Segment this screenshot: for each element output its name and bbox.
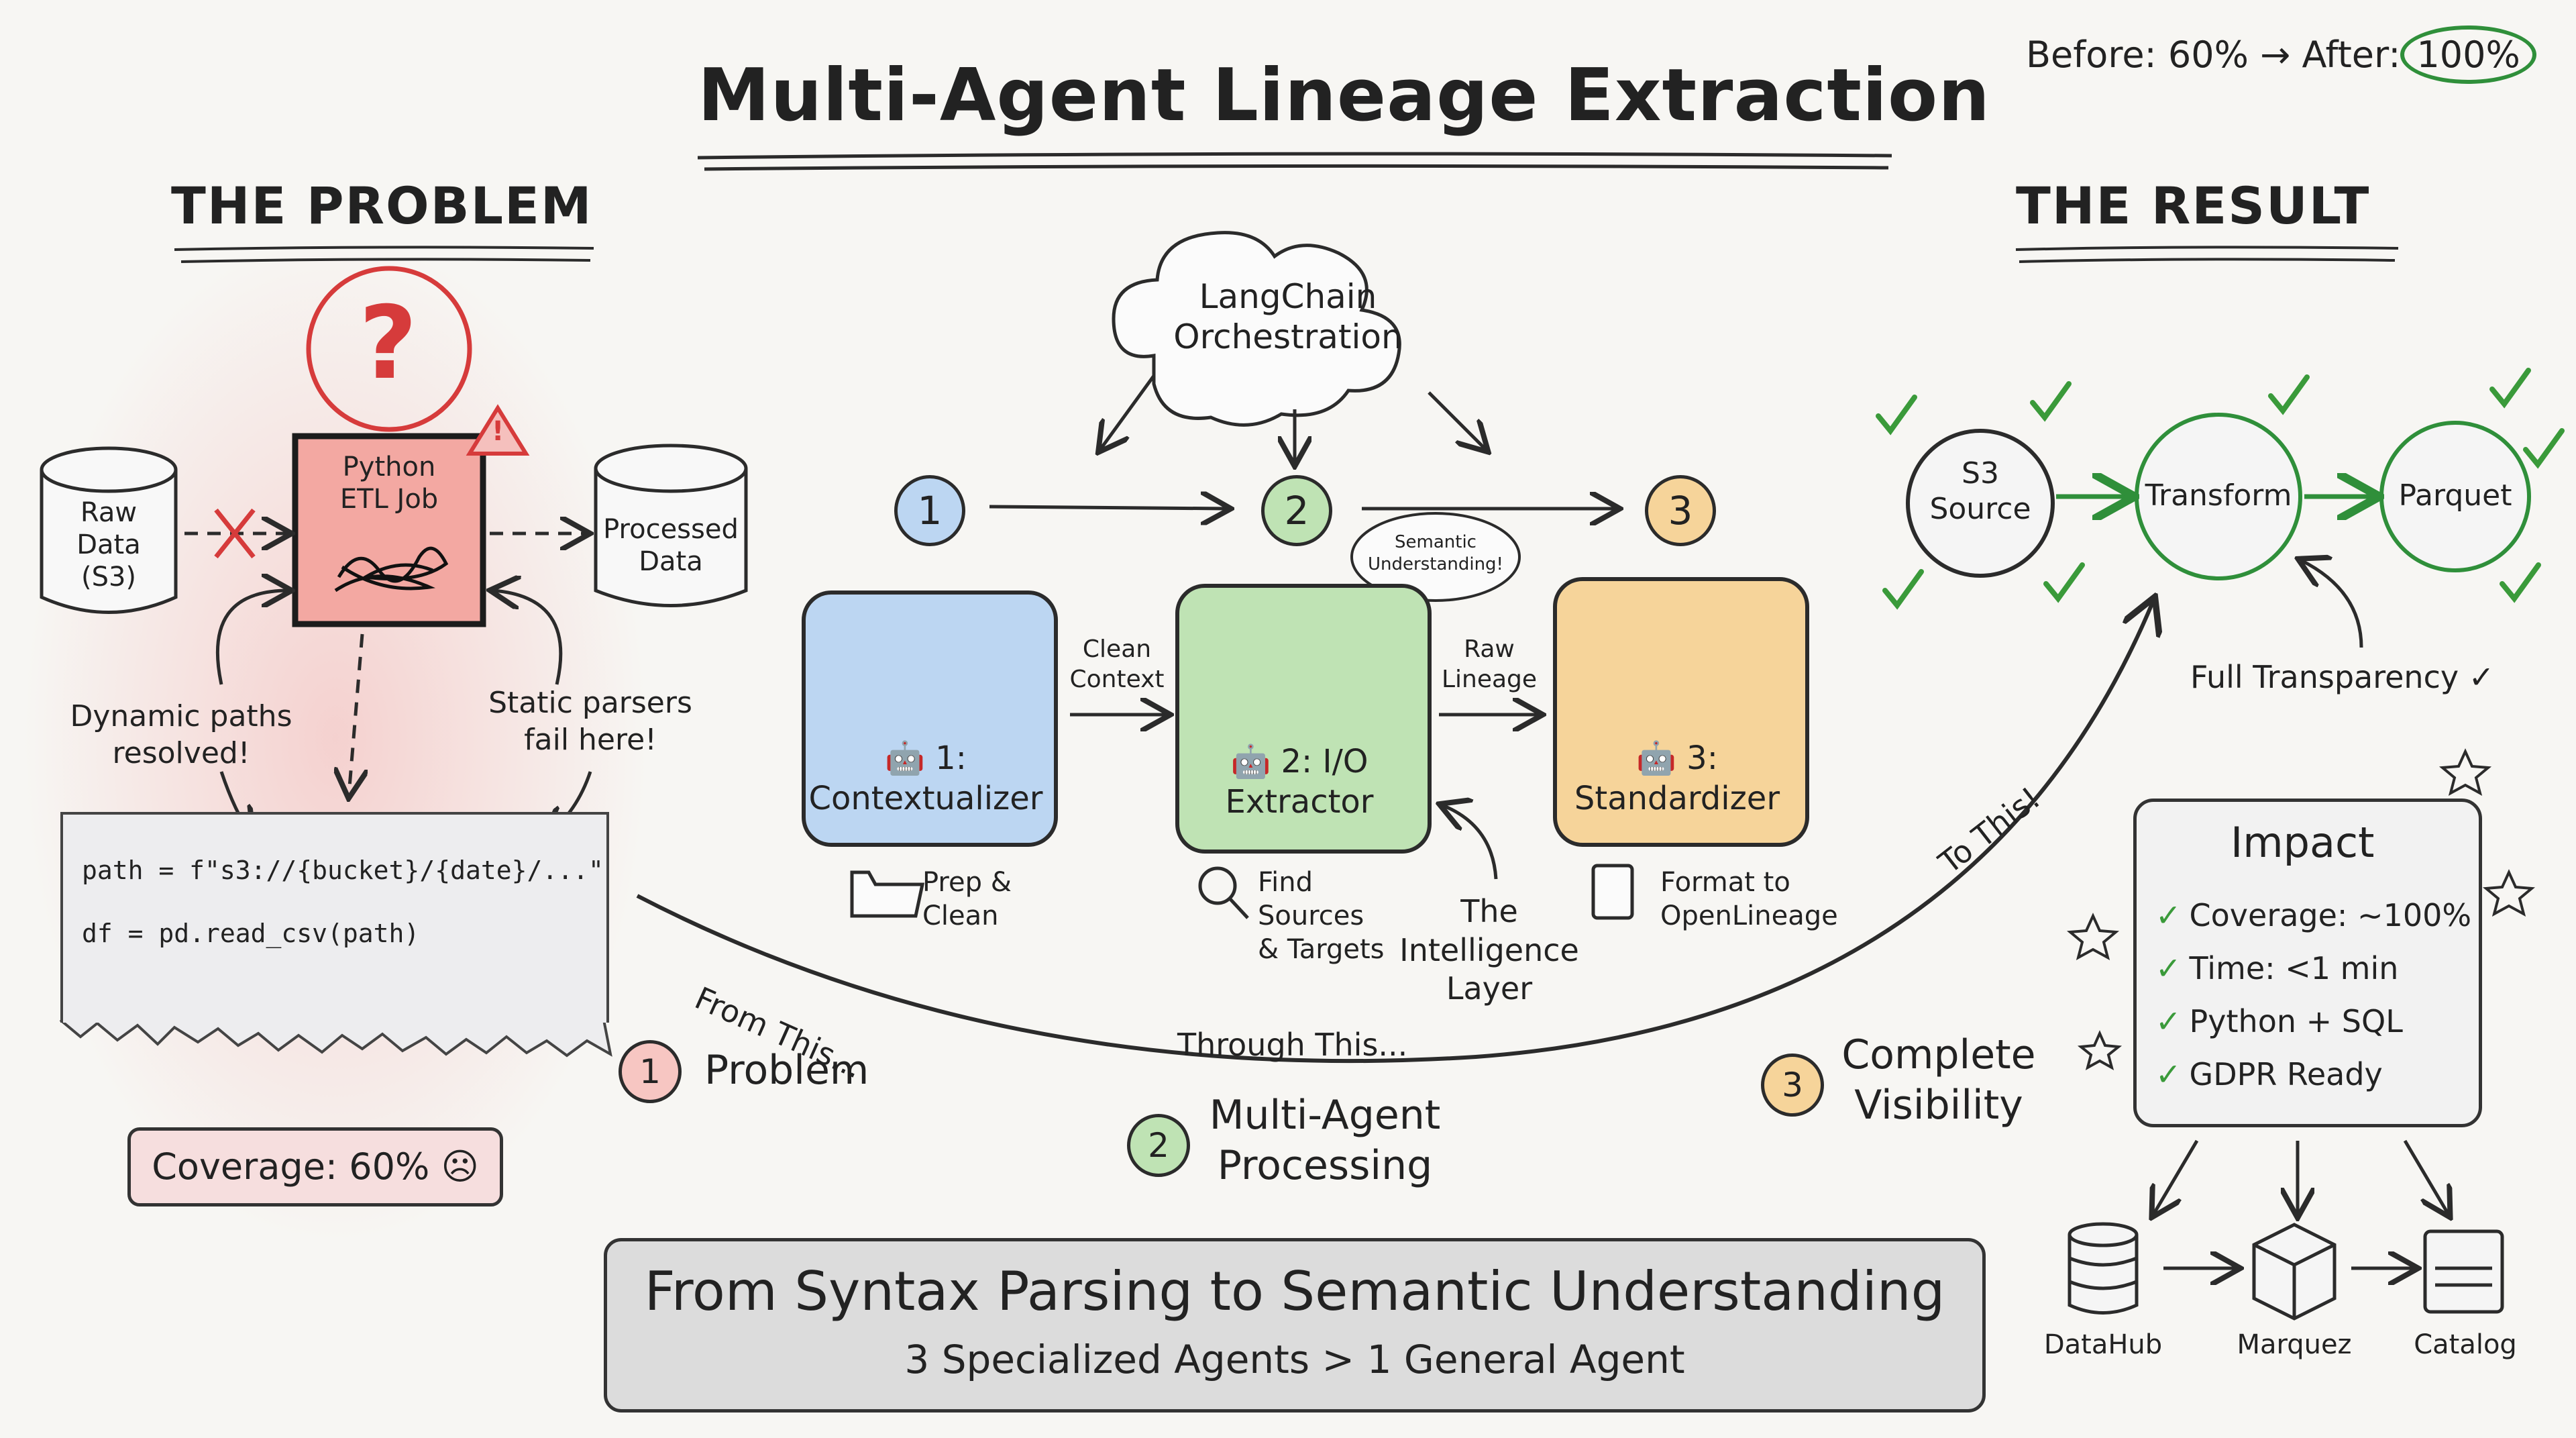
- banner-subline: 3 Specialized Agents > 1 General Agent: [904, 1337, 1685, 1382]
- agent-1-label: 🤖 1: Contextualizer: [808, 739, 1043, 817]
- langchain-cloud: [1112, 231, 1401, 427]
- coverage-badge: Coverage: 60% ☹: [127, 1127, 503, 1206]
- title-underline: [697, 152, 1892, 171]
- agent-extractor-box: [1175, 584, 1432, 854]
- clean-context-label: Clean Context: [1069, 635, 1165, 693]
- agent-2-label: 🤖 2: I/O Extractor: [1225, 743, 1374, 821]
- flow-step-3-label: Complete Visibility: [1841, 1031, 2036, 1129]
- warning-icon: !: [492, 416, 504, 447]
- code-torn-edge: [59, 1019, 612, 1058]
- box-icon: [2252, 1223, 2337, 1321]
- etl-job-label: Python ETL Job: [339, 452, 439, 515]
- transparency-arrow: [2301, 560, 2363, 648]
- intelligence-arrow: [1442, 805, 1498, 880]
- impact-list: ✓Coverage: ~100% ✓Time: <1 min ✓Python +…: [2155, 889, 2471, 1101]
- cloud-arrow-left: [1100, 374, 1156, 450]
- inbox-icon: [2423, 1229, 2504, 1314]
- warning-triangle: [466, 404, 530, 456]
- check-icon: ✓: [2155, 1056, 2182, 1092]
- folder-icon: [850, 870, 925, 918]
- check-icon: ✓: [2155, 1003, 2182, 1039]
- impact-to-datahub-arrow: [2153, 1139, 2199, 1215]
- check-marks: [1876, 368, 2565, 610]
- check-icon: ✓: [2155, 897, 2182, 933]
- impact-card: Impact ✓Coverage: ~100% ✓Time: <1 min ✓P…: [2133, 799, 2482, 1127]
- datahub-label: DataHub: [2043, 1329, 2163, 1360]
- agent-contextualizer-box: [802, 590, 1058, 847]
- magnifier-icon: [1198, 866, 1249, 919]
- parquet-label: Parquet: [2398, 478, 2512, 513]
- arrow-1-to-2: [989, 507, 1228, 509]
- marquez-label: Marquez: [2237, 1329, 2352, 1360]
- flow-step-1-label: Problem: [704, 1047, 869, 1094]
- full-transparency-label: Full Transparency ✓: [2190, 659, 2495, 695]
- code-line-1: path = f"s3://{bucket}/{date}/...": [82, 856, 604, 885]
- flow-step-2-label: Multi-Agent Processing: [1209, 1092, 1441, 1189]
- page-title: Multi-Agent Lineage Extraction: [698, 54, 1991, 138]
- impact-item: ✓Coverage: ~100%: [2155, 897, 2472, 933]
- red-x-1: [214, 508, 256, 559]
- code-line-2: df = pd.read_csv(path): [82, 919, 420, 948]
- intelligence-layer-label: The Intelligence Layer: [1399, 893, 1579, 1007]
- result-underline: [2015, 246, 2399, 263]
- through-this-label: Through This...: [1177, 1027, 1408, 1063]
- etl-to-code-arrow: [349, 633, 362, 795]
- format-openlineage-label: Format to OpenLineage: [1660, 867, 1838, 931]
- raw-data-cylinder: [40, 446, 178, 614]
- find-sources-label: Find Sources & Targets: [1258, 867, 1385, 965]
- banner-headline: From Syntax Parsing to Semantic Understa…: [644, 1260, 1945, 1323]
- processed-data-label: Processed Data: [603, 514, 739, 577]
- impact-item: ✓Python + SQL: [2155, 1003, 2403, 1039]
- flow-step-2: 2: [1127, 1114, 1190, 1177]
- agent-3-label: 🤖 3: Standardizer: [1574, 739, 1780, 817]
- summary-banner: From Syntax Parsing to Semantic Understa…: [604, 1238, 1986, 1413]
- check-icon: ✓: [2155, 950, 2182, 986]
- transform-label: Transform: [2145, 478, 2292, 513]
- note-dynamic-paths: Dynamic paths resolved!: [70, 699, 292, 770]
- static-note-arrow: [493, 590, 563, 685]
- before-after-label: Before: 60% → After:: [2026, 34, 2401, 76]
- dynamic-note-arrow: [215, 590, 288, 685]
- impact-item: ✓Time: <1 min: [2155, 950, 2399, 986]
- result-header: THE RESULT: [2016, 176, 2371, 236]
- database-icon: [2068, 1222, 2139, 1315]
- problem-underline: [174, 246, 594, 263]
- step-number-2: 2: [1261, 475, 1332, 546]
- catalog-label: Catalog: [2414, 1329, 2517, 1360]
- step-number-3: 3: [1645, 475, 1716, 546]
- flow-step-1: 1: [619, 1040, 682, 1103]
- before-after-stat: Before: 60% → After:100%: [2026, 25, 2536, 84]
- s3-source-label: S3 Source: [1929, 456, 2031, 526]
- etl-job-box: [292, 433, 486, 627]
- question-circle: [306, 266, 472, 432]
- step-number-1: 1: [894, 475, 965, 546]
- prep-clean-label: Prep & Clean: [922, 867, 1012, 931]
- code-snippet: path = f"s3://{bucket}/{date}/..." df = …: [60, 812, 609, 1023]
- raw-lineage-label: Raw Lineage: [1441, 635, 1538, 693]
- impact-item: ✓GDPR Ready: [2155, 1056, 2383, 1092]
- note-static-parsers: Static parsers fail here!: [488, 686, 692, 757]
- scribble: [334, 546, 449, 593]
- flow-step-3: 3: [1761, 1054, 1824, 1117]
- question-mark-icon: ?: [359, 285, 418, 402]
- after-value-ring: 100%: [2400, 25, 2536, 84]
- clipboard-icon: [1591, 864, 1634, 920]
- processed-data-cylinder: [594, 444, 748, 607]
- langchain-cloud-label: LangChain Orchestration: [1173, 277, 1403, 356]
- raw-data-label: Raw Data (S3): [76, 497, 141, 593]
- star-icons: [2066, 748, 2536, 1071]
- impact-to-catalog-arrow: [2403, 1139, 2449, 1215]
- agent-standardizer-box: [1553, 577, 1809, 847]
- flow-curve: [636, 601, 2153, 1064]
- impact-title: Impact: [2231, 818, 2375, 867]
- s3-source-node: [1906, 429, 2055, 578]
- problem-header: THE PROBLEM: [171, 176, 593, 236]
- semantic-bubble: [1350, 512, 1521, 602]
- cloud-arrow-right: [1428, 391, 1486, 450]
- semantic-understanding-label: Semantic Understanding!: [1368, 532, 1503, 574]
